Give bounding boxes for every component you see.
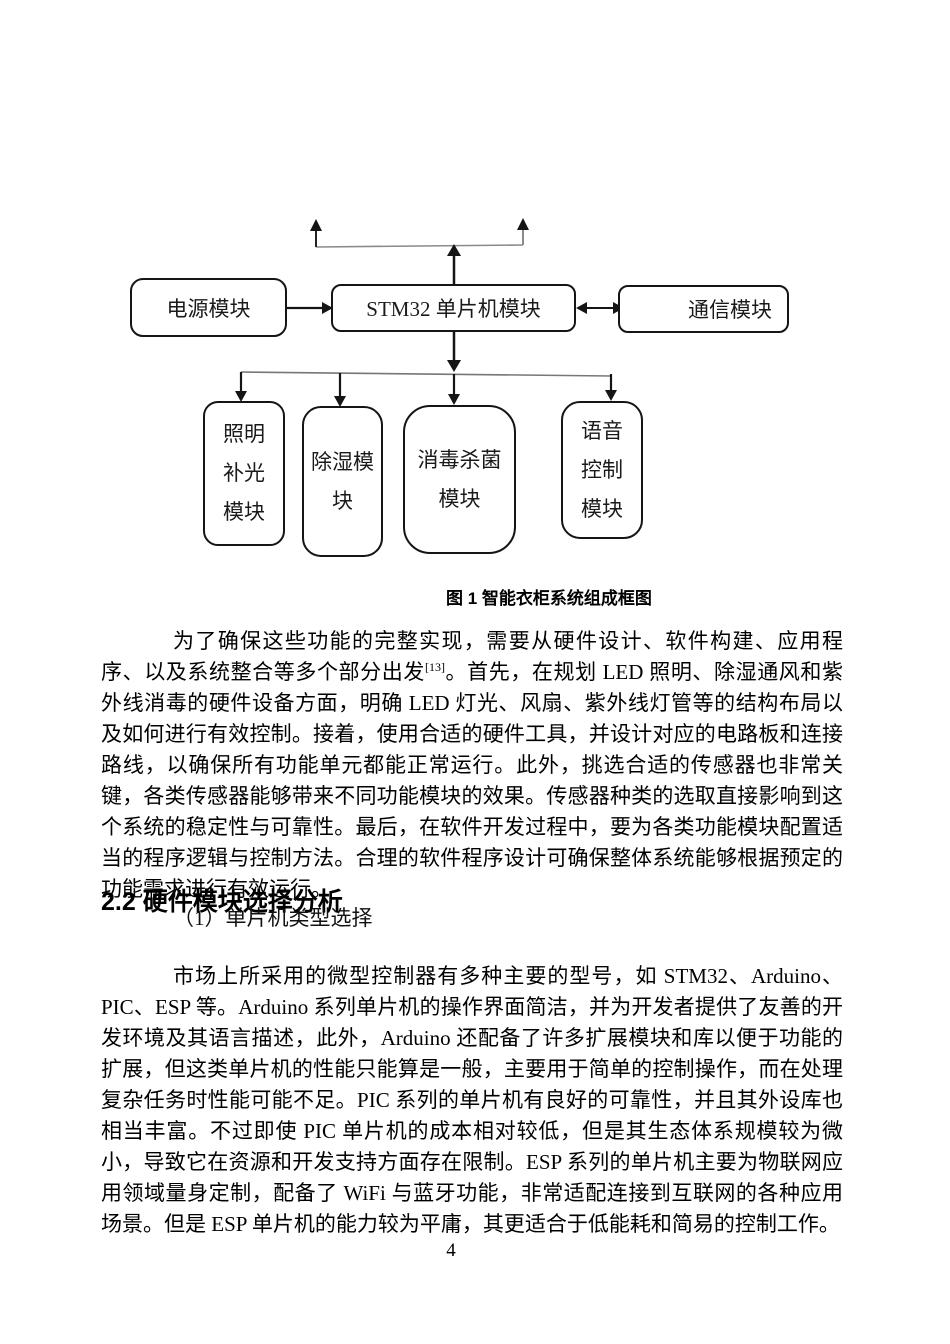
node-lighting-module: 照明 补光 模块 <box>203 401 285 546</box>
antenna-left-up-arrow-icon <box>310 219 322 247</box>
mcu-down-arrow <box>447 332 461 372</box>
node-voice-label-line: 控制 <box>581 457 623 482</box>
arrow-power-to-mcu <box>287 302 333 314</box>
node-mcu-label: STM32 单片机模块 <box>366 297 541 321</box>
arrow-to-disinfect-module <box>448 374 460 405</box>
node-dehumidify-label-line: 除湿模 <box>311 449 374 474</box>
node-lighting-label-line: 照明 <box>223 422 265 446</box>
arrow-to-dehumidify-module <box>334 373 346 407</box>
node-power-module: 电源模块 <box>130 278 287 337</box>
paragraph-functions-implementation: 为了确保这些功能的完整实现，需要从硬件设计、软件构建、应用程序、以及系统整合等多… <box>101 626 843 905</box>
node-disinfect-label-line: 模块 <box>438 486 481 511</box>
node-communication-module: 通信模块 <box>618 285 789 333</box>
node-disinfect-module: 消毒杀菌 模块 <box>403 405 516 554</box>
paragraph-text: 。首先，在规划 LED 照明、除湿通风和紫外线消毒的硬件设备方面，明确 LED … <box>101 660 844 901</box>
section-heading-2-2: 2.2 硬件模块选择分析 <box>101 887 343 916</box>
subheading-mcu-type-selection: （1）单片机类型选择 <box>173 906 373 930</box>
antenna-right-up-arrow-icon <box>517 218 529 245</box>
figure-caption: 图 1 智能衣柜系统组成框图 <box>446 589 652 608</box>
paragraph-text: 为了确保这些功能的完整实现，需要从硬件设计、软件构建、应用程序、以及系统整合等多… <box>101 629 843 684</box>
node-voice-control-module: 语音 控制 模块 <box>561 401 643 539</box>
node-disinfect-label-line: 消毒杀菌 <box>417 447 502 472</box>
arrow-to-voice-module <box>605 374 617 401</box>
node-voice-label-line: 语音 <box>581 418 623 443</box>
figure-block-diagram: 电源模块 STM32 单片机模块 通信模块 照明 补光 模块 除湿模 块 消毒杀… <box>0 0 950 615</box>
distribution-line <box>240 371 612 377</box>
node-dehumidify-label-line: 块 <box>332 488 353 513</box>
citation-ref-13: [13] <box>424 660 445 674</box>
node-dehumidify-module: 除湿模 块 <box>302 406 383 557</box>
node-power-label: 电源模块 <box>166 296 251 321</box>
node-voice-label-line: 模块 <box>581 496 623 521</box>
mcu-up-arrow <box>447 244 461 285</box>
node-lighting-label-line: 模块 <box>223 500 265 524</box>
arrow-to-lighting-module <box>235 372 247 402</box>
node-comm-label: 通信模块 <box>688 298 772 322</box>
antenna-bar-line <box>315 244 524 248</box>
page-number: 4 <box>446 1240 456 1261</box>
node-stm32-mcu-module: STM32 单片机模块 <box>331 284 576 332</box>
arrow-mcu-comm-bidirectional <box>576 302 624 314</box>
node-lighting-label-line: 补光 <box>223 461 265 485</box>
paragraph-mcu-comparison: 市场上所采用的微型控制器有多种主要的型号，如 STM32、Arduino、PIC… <box>101 964 843 1236</box>
